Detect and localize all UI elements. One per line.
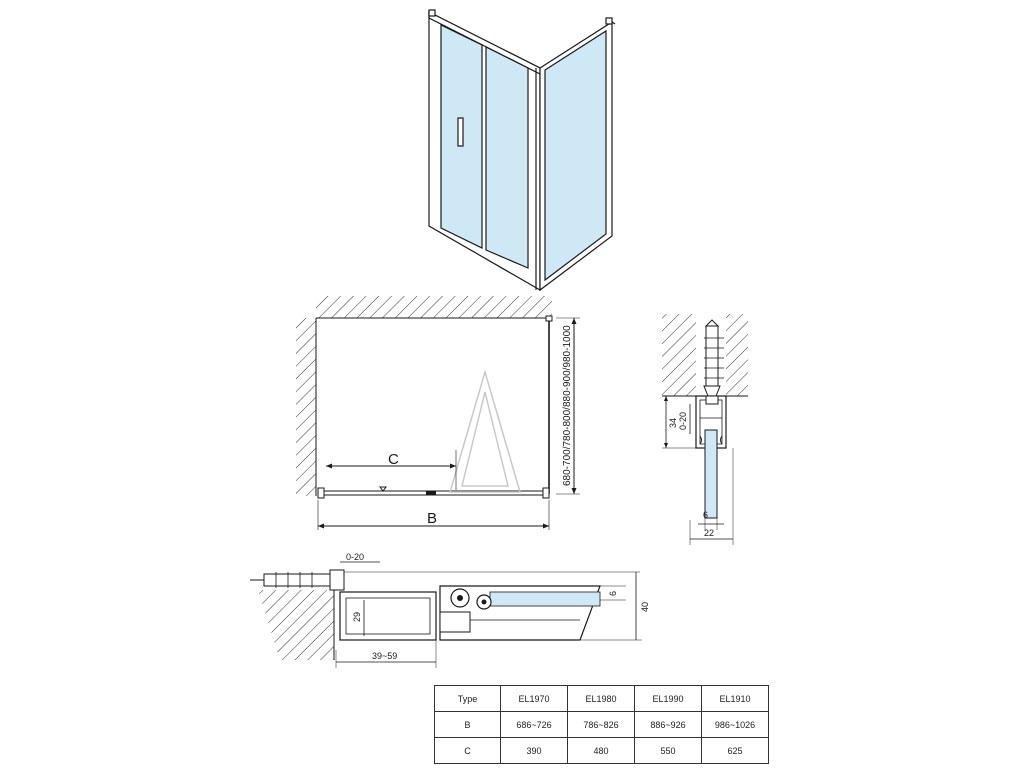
shower-enclosure-3d-view [428,9,616,292]
wall-anchor-screw-horizontal [250,569,345,591]
door-panel-right [485,46,529,269]
dim-profile-width-label: 22 [704,528,714,538]
table-cell: 686~726 [500,711,568,738]
table-header-cell: EL1910 [701,685,769,712]
door-handle [457,117,464,147]
dim-29-label: 29 [352,612,362,622]
table-cell: 625 [701,737,769,764]
spec-table: Type EL1970 EL1980 EL1990 EL1910 B 686~7… [434,685,769,764]
watermark-logo [449,369,521,493]
dim-adjust-side-label: 0-20 [678,412,688,430]
dim-adjust-bottom-label: 0-20 [346,552,364,562]
table-header-cell: EL1980 [567,685,635,712]
table-cell: 480 [567,737,635,764]
dim-offset-range-label: 39~59 [372,651,397,661]
table-header-cell: Type [434,685,501,712]
table-cell: 390 [500,737,568,764]
dim-c-label: C [388,451,399,468]
wall-anchor-screw [703,319,724,397]
glass-section [704,429,718,519]
table-row-c: C 390 480 550 625 [434,737,769,764]
bottom-profile-detail: 0-20 29 39~59 6 40 [250,552,650,668]
dim-34-label: 34 [668,418,678,428]
dim-6-label: 6 [608,591,618,596]
dim-glass-thickness-label: 6 [703,510,708,520]
table-row-b: B 686~726 786~826 886~926 986~1026 [434,711,769,738]
table-cell: 786~826 [567,711,635,738]
table-cell: 550 [634,737,702,764]
table-row-label: C [434,737,501,764]
side-profile-detail: 34 0-20 6 22 [662,314,748,545]
plan-view: C B 680-700/780-800/880-900/980-1000 [296,296,580,530]
table-cell: 886~926 [634,711,702,738]
dim-40-label: 40 [640,602,650,612]
table-cell: 986~1026 [701,711,769,738]
side-panel-glass [544,29,607,282]
table-header-cell: EL1990 [634,685,702,712]
dim-depth-label: 680-700/780-800/880-900/980-1000 [562,325,573,486]
table-header-row: Type EL1970 EL1980 EL1990 EL1910 [434,685,769,712]
table-header-cell: EL1970 [500,685,568,712]
dim-b-label: B [427,510,437,527]
table-row-label: B [434,711,501,738]
